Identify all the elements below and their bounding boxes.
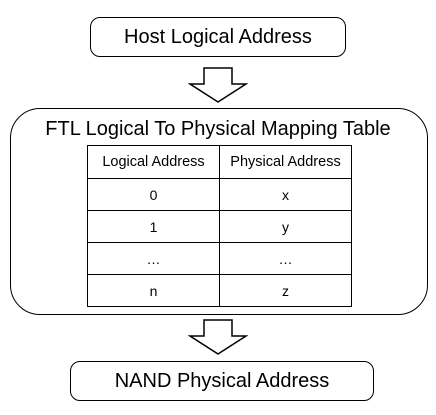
- physical-address-cell: y: [219, 210, 352, 243]
- physical-address-cell: z: [219, 274, 352, 307]
- table-row: n z: [87, 274, 352, 307]
- table-row: 1 y: [87, 210, 352, 243]
- nand-physical-address-label: NAND Physical Address: [114, 369, 330, 392]
- mapping-table: Logical Address Physical Address 0 x 1 y…: [87, 145, 352, 307]
- down-arrow-icon: [188, 67, 248, 103]
- physical-address-cell: x: [219, 178, 352, 211]
- host-logical-address-label: Host Logical Address: [124, 25, 312, 48]
- logical-address-cell: 0: [87, 178, 220, 211]
- column-header-physical-address: Physical Address: [219, 145, 352, 179]
- logical-address-cell: 1: [87, 210, 220, 243]
- down-arrow-icon: [188, 319, 248, 355]
- logical-address-cell: …: [87, 242, 220, 275]
- table-row: … …: [87, 242, 352, 275]
- physical-address-cell: …: [219, 242, 352, 275]
- nand-physical-address-box: NAND Physical Address: [70, 361, 374, 401]
- host-logical-address-box: Host Logical Address: [90, 17, 346, 57]
- column-header-logical-address: Logical Address: [87, 145, 220, 179]
- ftl-mapping-title: FTL Logical To Physical Mapping Table: [45, 118, 391, 140]
- table-header-row: Logical Address Physical Address: [87, 145, 352, 179]
- logical-address-cell: n: [87, 274, 220, 307]
- table-row: 0 x: [87, 178, 352, 211]
